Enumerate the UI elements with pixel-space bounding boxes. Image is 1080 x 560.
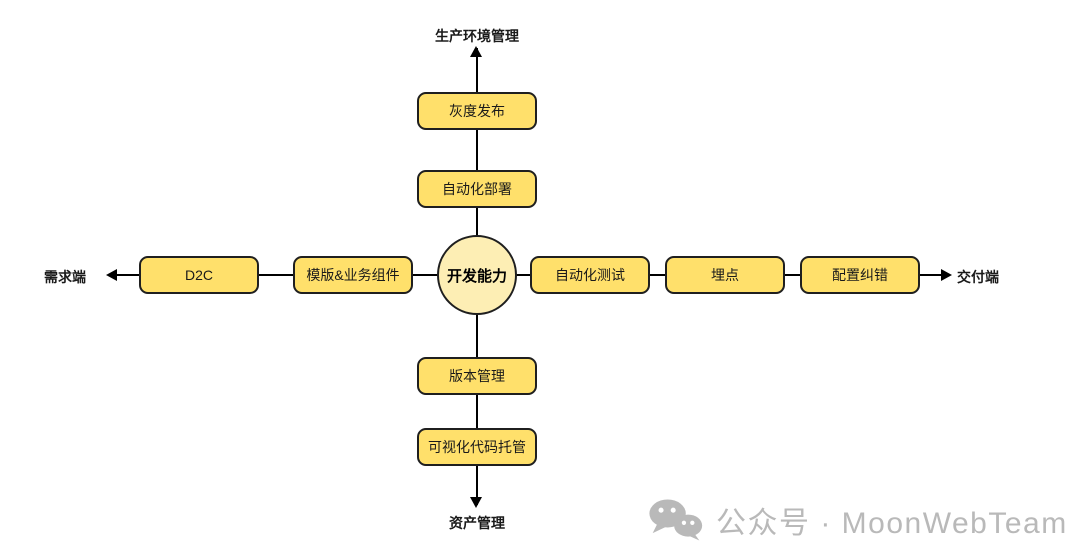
center-node-dev-capability: 开发能力 [437,235,517,315]
node-code-hosting: 可视化代码托管 [417,428,537,466]
arrowhead-down-icon [470,497,482,508]
wechat-icon [648,498,704,542]
watermark-text: 公众号 · MoonWebTeam [716,507,1068,540]
node-auto-deploy: 自动化部署 [417,170,537,208]
arrowhead-right-icon [941,269,952,281]
node-version-mgmt: 版本管理 [417,357,537,395]
node-gray-release: 灰度发布 [417,92,537,130]
horizontal-axis-line [110,274,948,276]
axis-label-production-env: 生产环境管理 [435,28,519,44]
watermark: 公众号 · MoonWebTeam [648,498,1068,542]
axis-label-delivery-side: 交付端 [957,269,999,285]
node-config-fix: 配置纠错 [800,256,920,294]
node-auto-test: 自动化测试 [530,256,650,294]
node-template-components: 模版&业务组件 [293,256,413,294]
node-tracking: 埋点 [665,256,785,294]
axis-label-asset-mgmt: 资产管理 [449,515,505,531]
axis-label-demand-side: 需求端 [44,269,86,285]
arrowhead-left-icon [106,269,117,281]
arrowhead-up-icon [470,46,482,57]
node-d2c: D2C [139,256,259,294]
